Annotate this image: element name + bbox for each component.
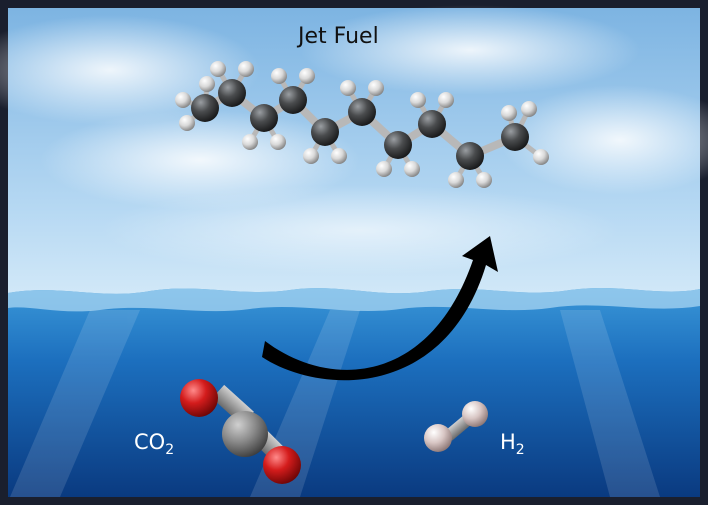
hydrogen-atom	[376, 161, 392, 177]
hydrogen-atom	[242, 134, 258, 150]
hydrogen-atom	[404, 161, 420, 177]
hydrogen-atom	[331, 148, 347, 164]
hydrogen-atom	[271, 68, 287, 84]
carbon-atom	[384, 131, 412, 159]
hydrogen-atom	[210, 61, 226, 77]
h2-formula-label: H2	[500, 430, 525, 458]
hydrogen-atom	[462, 401, 488, 427]
co2-formula-label: CO2	[134, 430, 175, 458]
carbon-atom	[501, 123, 529, 151]
carbon-atom	[279, 86, 307, 114]
hydrogen-atom	[270, 134, 286, 150]
h2-formula-main: H	[500, 430, 516, 454]
jet-fuel-molecule	[175, 61, 549, 188]
hydrogen-atom	[533, 149, 549, 165]
carbon-atom	[218, 79, 246, 107]
carbon-atom	[456, 142, 484, 170]
oxygen-atom	[180, 379, 218, 417]
hydrogen-atom	[179, 115, 195, 131]
h2-molecule	[424, 401, 488, 452]
carbon-atom	[348, 98, 376, 126]
hydrogen-atom	[199, 76, 215, 92]
sea	[8, 287, 700, 497]
hydrogen-atom	[424, 424, 452, 452]
carbon-atom	[191, 94, 219, 122]
reaction-arrow	[262, 236, 498, 381]
hydrogen-atom	[438, 92, 454, 108]
hydrogen-atom	[238, 61, 254, 77]
hydrogen-atom	[476, 172, 492, 188]
hydrogen-atom	[501, 105, 517, 121]
carbon-atom	[250, 104, 278, 132]
hydrogen-atom	[410, 92, 426, 108]
co2-formula-main: CO	[134, 430, 166, 454]
carbon-atom	[418, 110, 446, 138]
hydrogen-atom	[448, 172, 464, 188]
hydrogen-atom	[303, 148, 319, 164]
hydrogen-atom	[175, 92, 191, 108]
h2-formula-subscript: 2	[515, 442, 525, 458]
co2-formula-subscript: 2	[165, 442, 175, 458]
oxygen-atom	[263, 446, 301, 484]
product-title: Jet Fuel	[298, 24, 379, 49]
carbon-atom	[311, 118, 339, 146]
hydrogen-atom	[368, 80, 384, 96]
hydrogen-atom	[340, 80, 356, 96]
co2-molecule	[180, 379, 301, 484]
carbon-atom	[222, 411, 268, 457]
wave-crest	[8, 287, 700, 312]
hydrogen-atom	[521, 101, 537, 117]
hydrogen-atom	[299, 68, 315, 84]
